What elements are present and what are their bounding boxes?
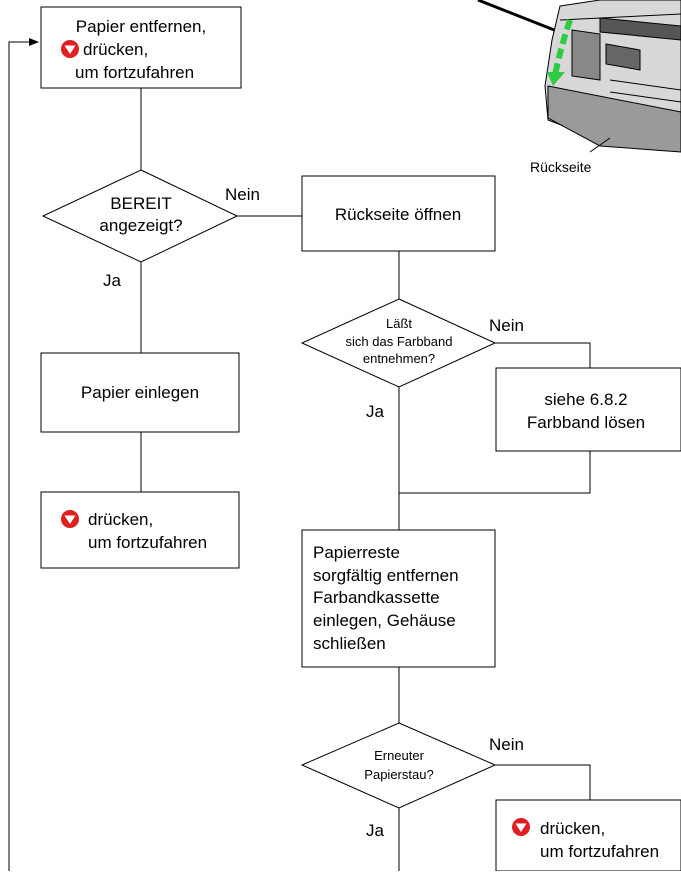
- decision-jam-again: [300, 722, 497, 809]
- box-see-ribbon: [495, 367, 681, 452]
- green-rotation-arrow: [552, 19, 573, 76]
- decision-ribbon-line1: Läßt: [386, 316, 412, 331]
- edge-label-yes: Ja: [366, 402, 385, 421]
- connector-jam-no: [495, 764, 591, 800]
- edge-label-no: Nein: [225, 185, 260, 204]
- remove-paper-line1: Papier entfernen,: [76, 17, 206, 36]
- edge-label-no: Nein: [489, 316, 524, 335]
- connector-ribbon-no: [495, 342, 591, 368]
- decision-ribbon: [300, 298, 497, 388]
- decision-ribbon-line3: entnehmen?: [363, 351, 435, 366]
- press-continue-bottom-line2: um fortzufahren: [540, 842, 659, 861]
- printer-illustration: Rückseite: [477, 0, 681, 175]
- decision-ready-line2: angezeigt?: [99, 216, 182, 235]
- remove-scraps-line3: Farbandkassette: [313, 588, 440, 607]
- insert-paper-label: Papier einlegen: [81, 383, 199, 402]
- press-continue-bottom-line1: drücken,: [540, 819, 605, 838]
- remove-scraps-line4: einlegen, Gehäuse: [313, 611, 456, 630]
- edge-label-yes: Ja: [103, 271, 122, 290]
- press-continue-line1: drücken,: [88, 510, 153, 529]
- illustration-caption: Rückseite: [530, 159, 592, 175]
- remove-paper-line3: um fortzufahren: [75, 63, 194, 82]
- box-press-continue: [40, 491, 240, 569]
- remove-scraps-line2: sorgfältig entfernen: [313, 566, 459, 585]
- decision-ready-line1: BEREIT: [110, 194, 171, 213]
- red-button-icon: [61, 40, 79, 58]
- green-arrow-head: [547, 72, 565, 86]
- edge-label-yes: Ja: [366, 821, 385, 840]
- box-press-continue-bottom: [495, 799, 681, 872]
- decision-ribbon-line2: sich das Farbband: [346, 334, 453, 349]
- caption-leader-line: [589, 137, 611, 153]
- connector-see-ribbon-merge: [399, 451, 591, 494]
- red-button-icon: [512, 818, 530, 836]
- remove-scraps-line5: schließen: [313, 634, 386, 653]
- decision-ready: [41, 169, 239, 263]
- box-remove-scraps: [301, 529, 496, 668]
- red-button-icon: [61, 510, 79, 528]
- remove-scraps-line1: Papierreste: [313, 543, 400, 562]
- decision-jam-line1: Erneuter: [374, 748, 425, 763]
- loop-back-arrow: [8, 38, 39, 871]
- see-ribbon-line1: siehe 6.8.2: [544, 390, 627, 409]
- see-ribbon-line2: Farbband lösen: [527, 413, 645, 432]
- press-continue-line2: um fortzufahren: [88, 533, 207, 552]
- connector-lines: [8, 38, 591, 871]
- box-open-back: [301, 175, 496, 252]
- box-insert-paper: [40, 352, 240, 433]
- remove-paper-line2: drücken,: [83, 40, 148, 59]
- edge-label-no: Nein: [489, 735, 524, 754]
- decision-jam-line2: Papierstau?: [364, 767, 433, 782]
- open-back-label: Rückseite öffnen: [335, 205, 461, 224]
